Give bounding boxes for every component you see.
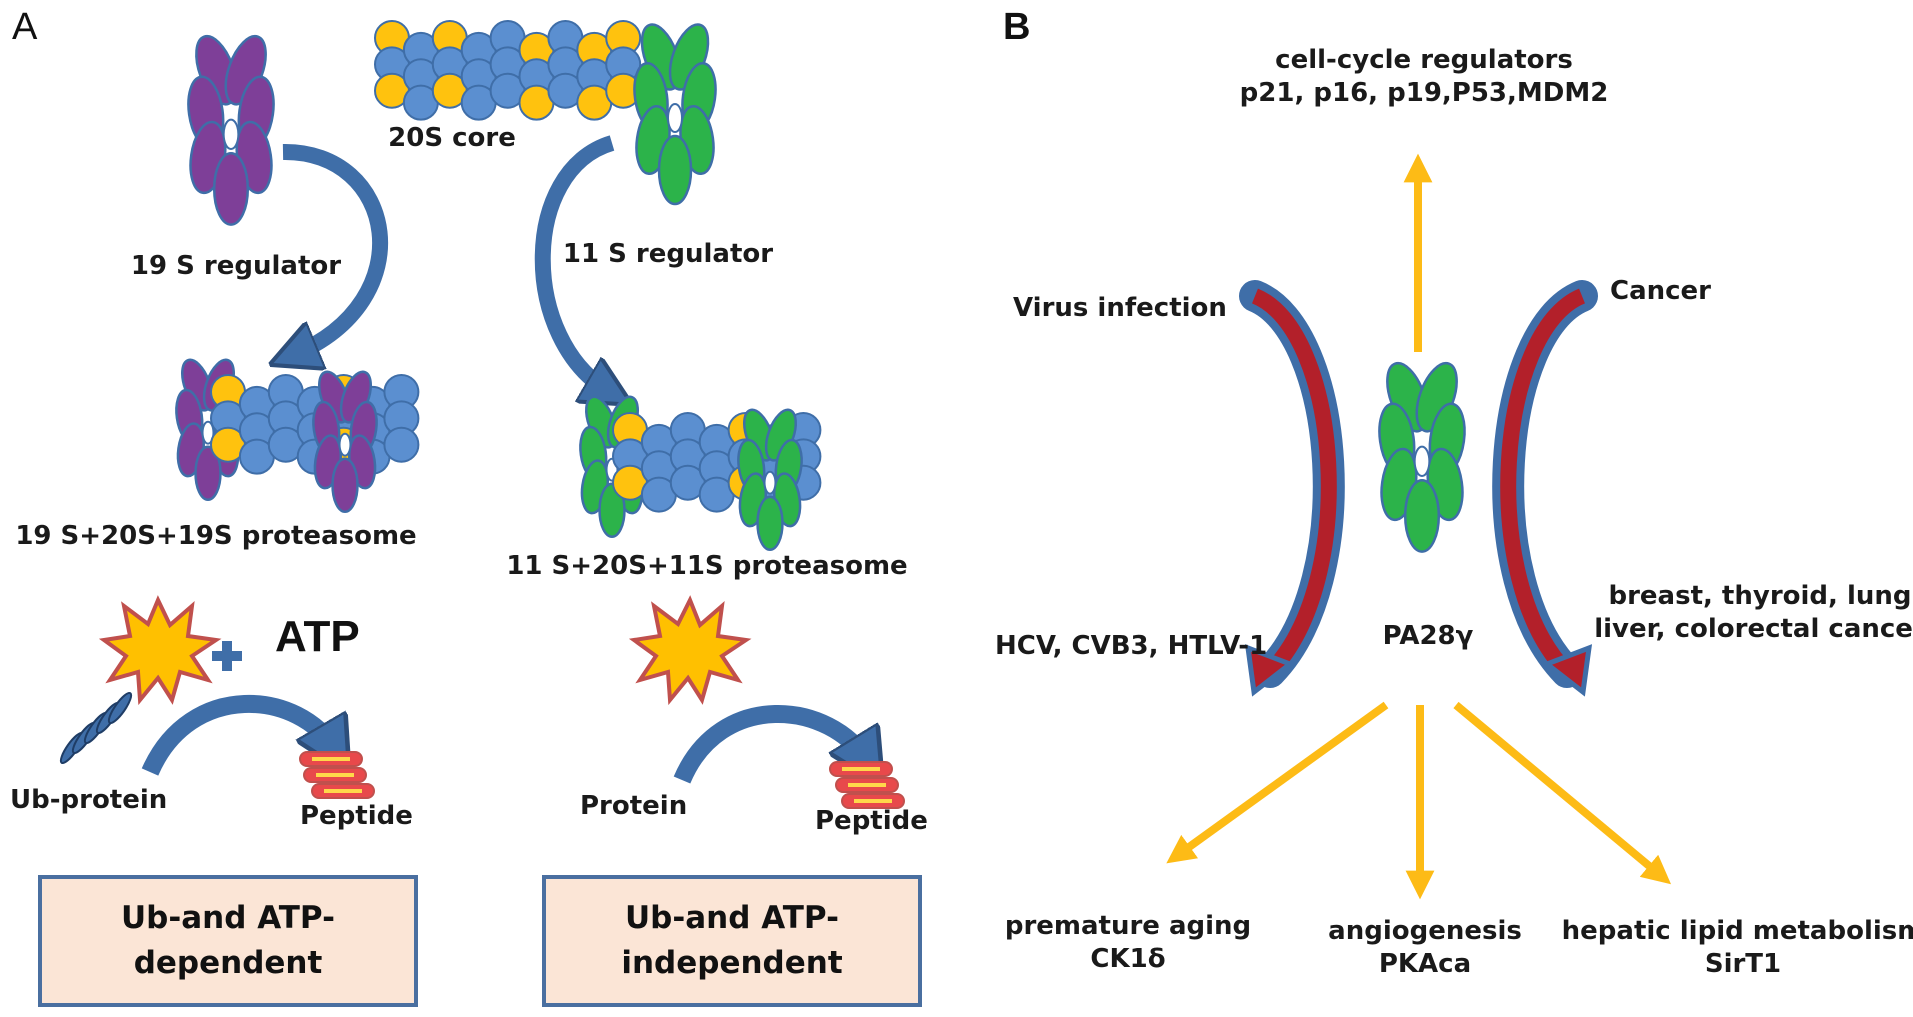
cancer-types-label: breast, thyroid, lung liver, colorectal … — [1594, 580, 1913, 645]
peptide-fragments-icon — [299, 751, 375, 799]
cell-cycle-label: cell-cycle regulators p21, p16, p19,P53,… — [1240, 44, 1609, 109]
peptide-label-right: Peptide — [815, 806, 928, 836]
proteasome-26s-complex-icon — [175, 358, 420, 514]
box-left-line-2: dependent — [133, 945, 323, 981]
protein-label: Protein — [580, 791, 688, 821]
arrow-to-aging — [1166, 701, 1389, 864]
assembly-arrow-11s — [534, 135, 612, 392]
cell-cycle-proteins: p21, p16, p19,P53,MDM2 — [1239, 77, 1609, 108]
box-right-line-2: independent — [621, 945, 843, 981]
aging-title: premature aging — [1004, 911, 1252, 941]
aging-protein: CK1δ — [1090, 943, 1166, 974]
ub-atp-independent-box: Ub-and ATP- independent — [542, 875, 922, 1007]
complex-11s-label: 11 S+20S+11S proteasome — [506, 551, 908, 581]
angiogenesis-title: angiogenesis — [1328, 916, 1522, 946]
plus-icon — [212, 641, 242, 671]
ubiquitin-chain-icon — [59, 691, 133, 765]
cancer-label: Cancer — [1610, 276, 1712, 306]
virus-arrow — [1239, 280, 1345, 697]
virus-targets-label: HCV, CVB3, HTLV-1 — [995, 631, 1268, 661]
regulator-19s-label: 19 S regulator — [130, 251, 342, 281]
complex-19s-label: 19 S+20S+19S proteasome — [15, 521, 417, 551]
ub-protein-label: Ub-protein — [10, 785, 168, 815]
peptide-label-left: Peptide — [300, 801, 413, 831]
assembly-arrow-19s — [283, 143, 389, 355]
regulator-19s-icon — [187, 34, 275, 226]
panel-b-letter: B — [1003, 6, 1031, 48]
aging-label: premature aging CK1δ — [1005, 910, 1251, 975]
atp-label: ATP — [275, 612, 360, 661]
pa28-gamma-icon — [1378, 361, 1466, 553]
degradation-arrow-right — [673, 705, 868, 780]
regulator-11s-icon — [633, 23, 717, 206]
proteasome-11s-complex-icon — [579, 395, 822, 552]
box-left-line-1: Ub-and ATP- — [121, 900, 335, 937]
star-burst-icon — [628, 595, 752, 706]
lipid-title: hepatic lipid metabolism — [1561, 916, 1913, 946]
panel-a-letter: A — [12, 6, 38, 48]
virus-infection-label: Virus infection — [1013, 293, 1227, 323]
cancer-types-line-1: breast, thyroid, lung — [1608, 581, 1912, 611]
cancer-arrow — [1492, 280, 1598, 697]
box-right-line-1: Ub-and ATP- — [625, 900, 839, 937]
cell-cycle-title: cell-cycle regulators — [1275, 45, 1573, 75]
pa28-gamma-label: PA28γ — [1382, 621, 1474, 651]
lipid-label: hepatic lipid metabolism SirT1 — [1562, 915, 1913, 980]
degradation-arrow-left — [141, 694, 335, 772]
angiogenesis-protein: PKAca — [1378, 948, 1472, 979]
proteasome-20s-core-icon — [374, 20, 642, 121]
regulator-11s-label: 11 S regulator — [562, 239, 774, 269]
peptide-fragments-icon — [829, 761, 905, 809]
cancer-types-line-2: liver, colorectal cancer — [1594, 613, 1913, 644]
core-20s-label: 20S core — [388, 123, 516, 153]
angiogenesis-label: angiogenesis PKAca — [1328, 915, 1522, 980]
arrow-to-lipid — [1453, 701, 1672, 885]
star-burst-icon — [98, 595, 222, 706]
lipid-protein: SirT1 — [1704, 948, 1782, 979]
ub-atp-dependent-box: Ub-and ATP- dependent — [38, 875, 418, 1007]
